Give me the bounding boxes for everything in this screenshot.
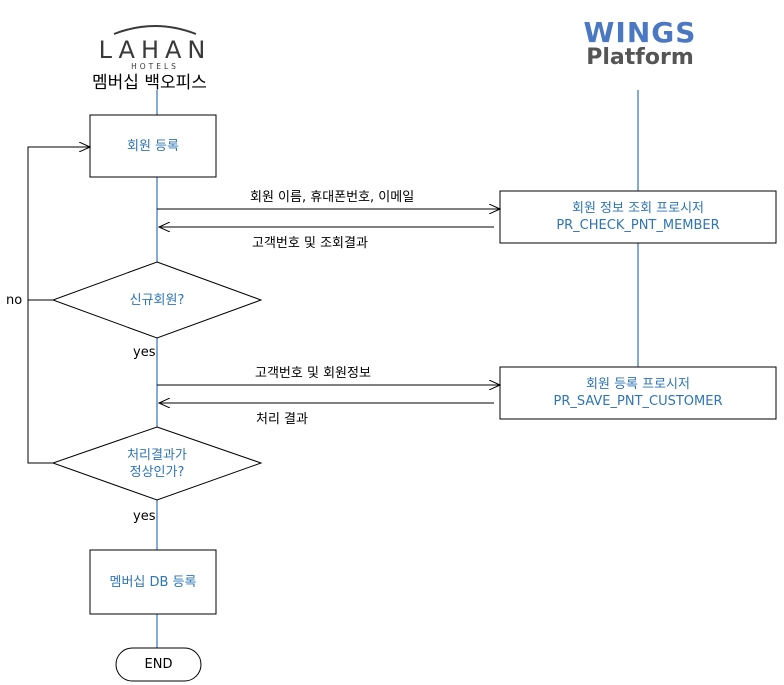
proc-check-box xyxy=(499,190,777,244)
loop-back-arrow xyxy=(27,147,90,300)
proc-check-label: 회원 정보 조회 프로시저 PR_CHECK_PNT_MEMBER xyxy=(500,191,776,243)
label-yes-1: yes xyxy=(133,345,156,360)
end-label: END xyxy=(116,648,201,681)
proc-save-text-line1: 회원 등록 프로시저 xyxy=(586,377,690,392)
register-label: 회원 등록 xyxy=(90,115,216,177)
end-terminator xyxy=(115,647,202,682)
label-yes-2: yes xyxy=(133,509,156,524)
result-ok-text-line1: 처리결과가 xyxy=(127,447,187,463)
register-text: 회원 등록 xyxy=(127,138,179,154)
label-send-customer-info: 고객번호 및 회원정보 xyxy=(255,366,371,381)
proc-save-label: 회원 등록 프로시저 PR_SAVE_PNT_CUSTOMER xyxy=(500,367,776,419)
label-return-result: 처리 결과 xyxy=(256,412,308,427)
result-ok-text-line2: 정상인가? xyxy=(129,464,185,480)
lahan-wordmark: LAHAN xyxy=(98,36,212,64)
membership-db-box xyxy=(89,549,217,615)
is-new-label: 신규회원? xyxy=(53,262,261,338)
result-ok-label: 처리결과가 정상인가? xyxy=(53,427,261,500)
label-no: no xyxy=(6,293,23,308)
label-send-member-info: 회원 이름, 휴대폰번호, 이메일 xyxy=(250,190,415,205)
proc-save-box xyxy=(499,366,777,420)
membership-db-label: 멤버십 DB 등록 xyxy=(90,550,216,614)
lahan-subtitle: HOTELS xyxy=(131,62,179,71)
label-return-customer-no: 고객번호 및 조회결과 xyxy=(252,236,368,251)
lahan-hotels-logo: LAHAN HOTELS xyxy=(96,24,214,71)
proc-save-text-line2: PR_SAVE_PNT_CUSTOMER xyxy=(553,394,723,409)
no-loop-line xyxy=(27,299,53,464)
end-text: END xyxy=(144,657,173,672)
proc-check-text-line2: PR_CHECK_PNT_MEMBER xyxy=(556,218,720,233)
wings-wordmark: WINGS xyxy=(583,16,697,49)
membership-db-text: 멤버십 DB 등록 xyxy=(109,574,197,590)
lahan-arc-icon xyxy=(113,25,197,35)
platform-wordmark: Platform xyxy=(586,45,694,70)
left-lane-title: 멤버십 백오피스 xyxy=(92,73,207,93)
is-new-text: 신규회원? xyxy=(129,292,185,308)
wings-platform-logo: WINGS Platform xyxy=(570,16,710,70)
result-ok-diamond xyxy=(51,426,263,501)
is-new-diamond xyxy=(51,261,263,339)
proc-check-text-line1: 회원 정보 조회 프로시저 xyxy=(572,201,704,216)
